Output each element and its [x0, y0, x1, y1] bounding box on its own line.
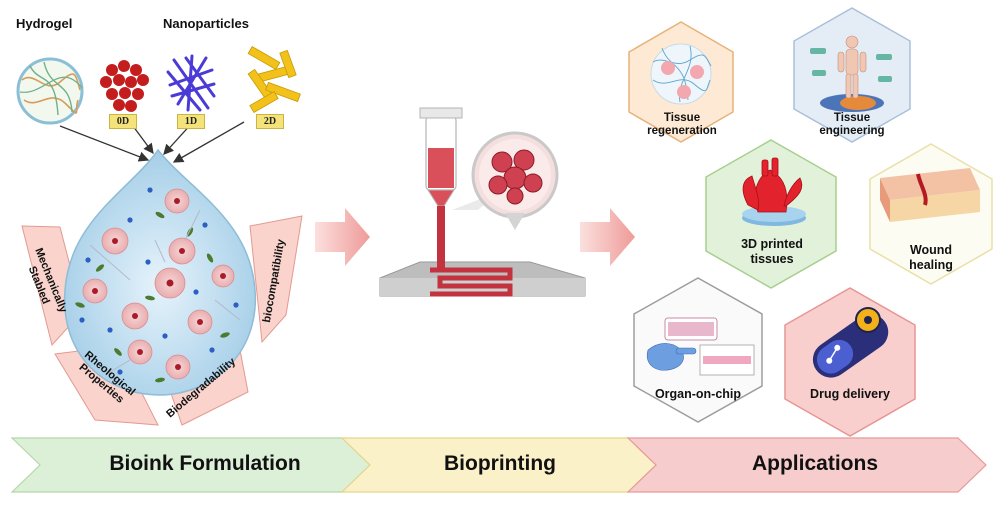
hex-wound-healing [869, 143, 993, 285]
input-arrows [59, 121, 245, 163]
nanoparticles-label: Nanoparticles [163, 16, 249, 31]
hydrogel-label: Hydrogel [16, 16, 73, 31]
app-drug-delivery-label: Drug delivery [810, 387, 890, 401]
flow-arrow-2 [580, 208, 635, 266]
app-3d-printed-tissues-label: 3D printed tissues [741, 237, 803, 266]
dim-1d-tag: 1D [177, 114, 205, 129]
bioprinter-icon [379, 107, 586, 297]
nanoparticle-1d-icon [166, 54, 216, 112]
app-organ-on-chip-label: Organ-on-chip [654, 387, 742, 401]
dim-0d-tag: 0D [109, 114, 137, 129]
stage-banner-applications [626, 437, 987, 493]
stage-applications-label: Applications [751, 452, 878, 475]
dim-2d-tag: 2D [256, 114, 284, 129]
flow-arrow-1 [315, 208, 370, 266]
hex-drug-delivery [784, 287, 916, 437]
hex-tissue-engineering [793, 7, 911, 143]
bioink-droplet [63, 148, 256, 396]
hex-3d-printed-tissues [705, 139, 837, 289]
hex-tissue-regeneration [628, 21, 734, 143]
nanoparticle-0d-icon [100, 60, 149, 112]
app-tissue-engineering-label: Tissue engineering [819, 112, 885, 137]
stage-bioink-formulation-label: Bioink Formulation [109, 452, 301, 475]
app-wound-healing-label: Wound healing [909, 243, 953, 272]
app-tissue-regeneration-label: Tissue regeneration [647, 112, 717, 137]
nanoparticle-2d-icon [247, 45, 301, 114]
stage-bioprinting-label: Bioprinting [444, 452, 556, 475]
hydrogel-icon [16, 57, 84, 125]
hex-organ-on-chip [633, 277, 763, 423]
